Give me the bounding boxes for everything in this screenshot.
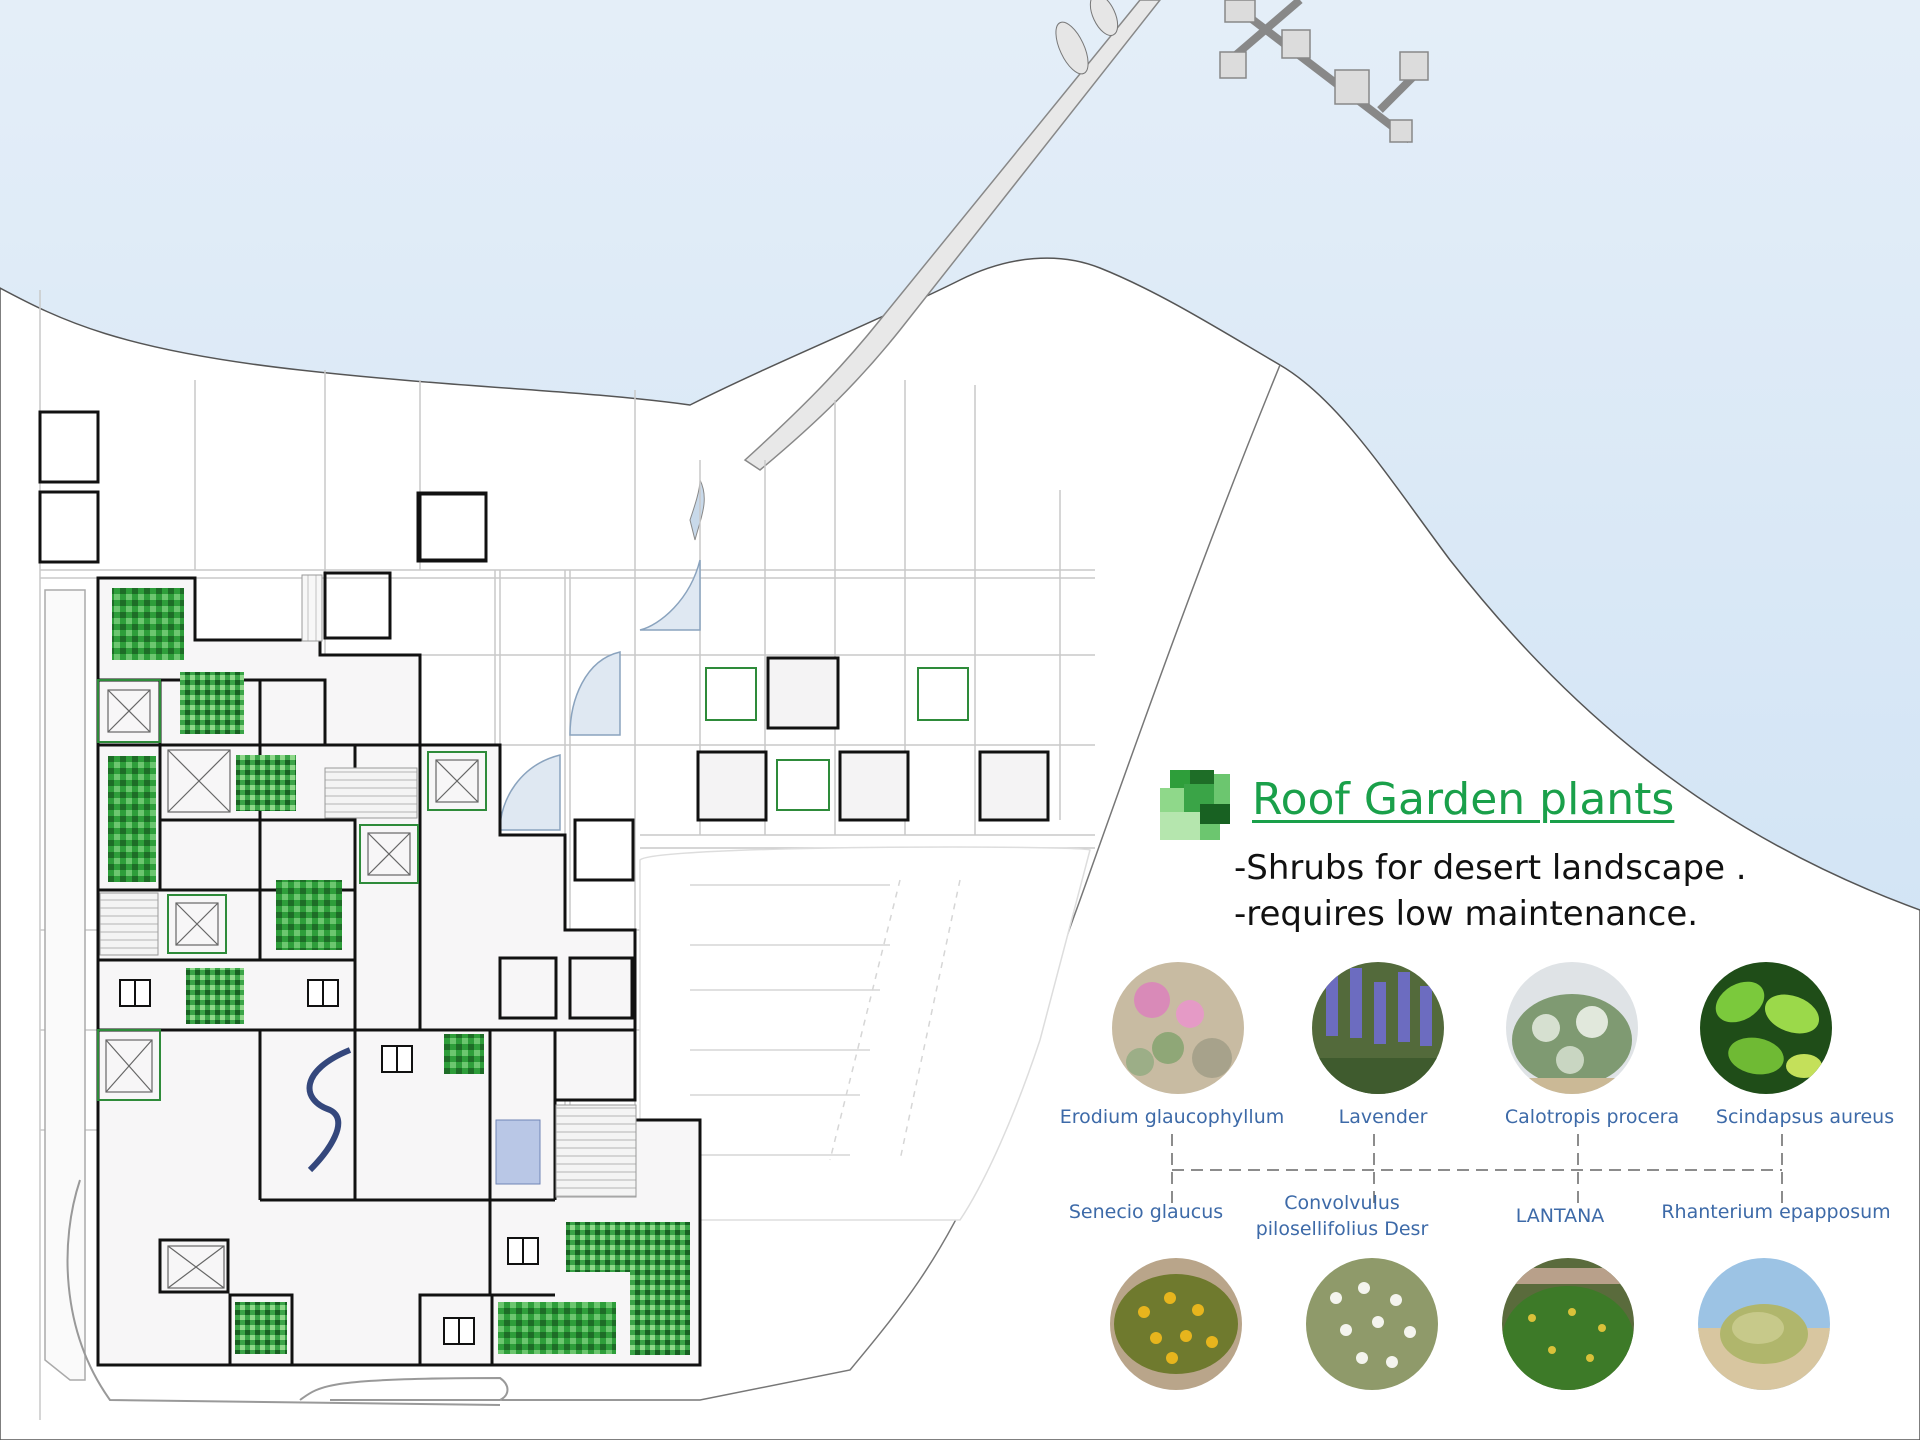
site-road — [299, 1376, 509, 1401]
site-road — [66, 1179, 501, 1406]
plant-label-convolvulus: Convolvulus pilosellifolius Desr — [1256, 1190, 1429, 1242]
plant-label-rhanterium: Rhanterium epapposum — [1661, 1201, 1891, 1223]
stairs — [555, 1104, 637, 1198]
green-leaf-photo-icon — [1700, 962, 1832, 1094]
legend-note-1: -Shrubs for desert landscape . — [1234, 848, 1747, 888]
parking-lot — [639, 846, 1091, 1221]
yellow-flower-photo-icon — [1110, 1258, 1242, 1390]
pier — [743, 0, 1161, 471]
connector-lines — [1171, 1134, 1783, 1206]
blue-stairs — [495, 1119, 541, 1185]
plant-label-convolvulus-line1: Convolvulus — [1284, 1192, 1400, 1214]
plant-label-scindapsus: Scindapsus aureus — [1715, 1106, 1895, 1128]
parking-bays — [690, 879, 961, 1161]
boat — [1055, 21, 1089, 75]
plant-label-lavender: Lavender — [1338, 1106, 1428, 1128]
purple-lavender-photo-icon — [1312, 962, 1444, 1094]
green-pixel-shrub-icon — [1160, 770, 1230, 840]
plant-label-convolvulus-line2: pilosellifolius Desr — [1255, 1218, 1429, 1240]
roof-garden-plantings — [108, 588, 690, 1355]
stairs — [324, 767, 418, 819]
desert-grass-photo-icon — [1698, 1258, 1830, 1390]
stairs — [99, 892, 159, 956]
pink-flower-photo-icon — [1112, 962, 1244, 1094]
site-road — [44, 589, 86, 1381]
legend-note-2: -requires low maintenance. — [1234, 894, 1699, 934]
plant-label-senecio: Senecio glaucus — [1068, 1201, 1224, 1223]
window-glyphs — [119, 979, 539, 1345]
floating-platform — [1219, 0, 1429, 144]
pavilions — [416, 491, 1050, 1020]
plant-label-calotropis: Calotropis procera — [1504, 1106, 1680, 1128]
boat — [1089, 0, 1119, 36]
courtyard-path — [306, 1047, 352, 1173]
stairs — [301, 574, 323, 642]
plant-label-erodium: Erodium glaucophyllum — [1059, 1106, 1285, 1128]
plant-label-lantana: LANTANA — [1515, 1205, 1605, 1227]
white-shrub-photo-icon — [1506, 962, 1638, 1094]
green-hedge-photo-icon — [1502, 1258, 1634, 1390]
building-rooms — [38, 410, 635, 1367]
white-flower-photo-icon — [1306, 1258, 1438, 1390]
skylight-boxes — [105, 689, 479, 1289]
green-framed-pavilions — [97, 667, 969, 1101]
legend-title: Roof Garden plants — [1252, 774, 1675, 825]
